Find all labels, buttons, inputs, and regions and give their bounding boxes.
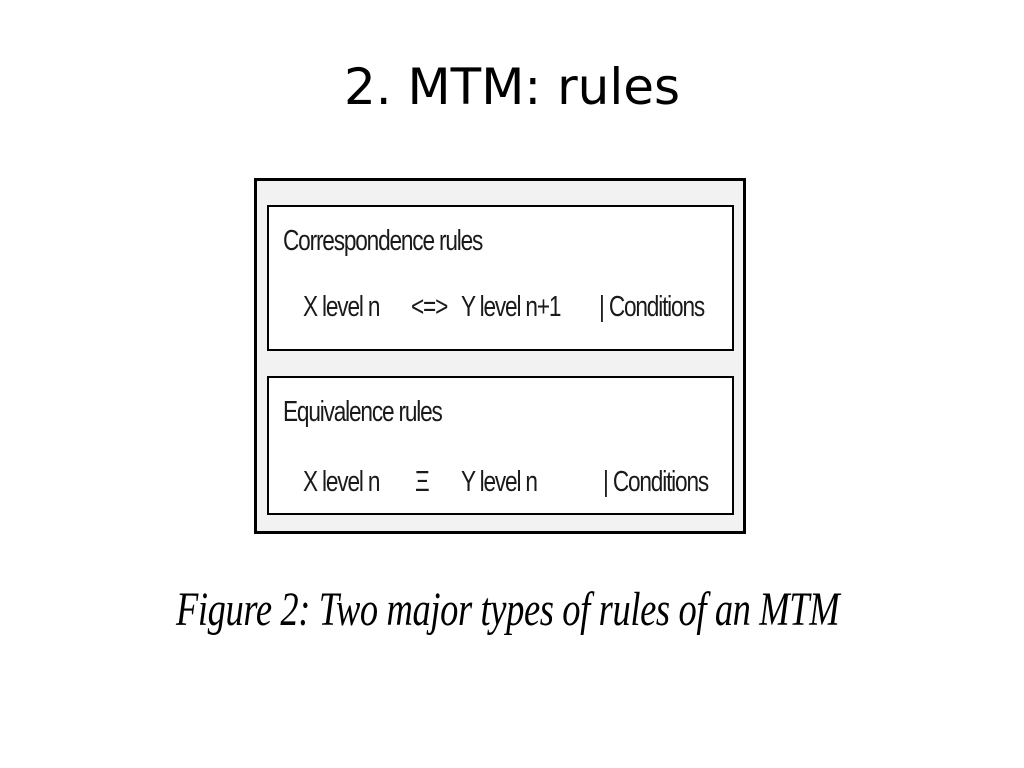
correspondence-operator: <=>: [411, 291, 448, 323]
equivalence-conditions: | Conditions: [603, 466, 709, 498]
slide-title: 2. MTM: rules: [343, 58, 681, 116]
equivalence-operator: Ξ: [415, 466, 430, 498]
equivalence-left-term: X level n: [303, 466, 380, 498]
correspondence-right-term: Y level n+1: [461, 291, 561, 323]
figure-frame: Correspondence rules X level n <=> Y lev…: [254, 178, 746, 534]
figure-caption: Figure 2: Two major types of rules of an…: [176, 583, 840, 636]
equivalence-rules-heading: Equivalence rules: [283, 396, 443, 428]
equivalence-right-term: Y level n: [461, 466, 538, 498]
correspondence-left-term: X level n: [303, 291, 380, 323]
correspondence-rules-heading: Correspondence rules: [283, 225, 483, 257]
correspondence-conditions: | Conditions: [599, 291, 705, 323]
correspondence-rules-box: Correspondence rules X level n <=> Y lev…: [267, 205, 734, 351]
equivalence-rules-box: Equivalence rules X level n Ξ Y level n …: [267, 376, 734, 515]
